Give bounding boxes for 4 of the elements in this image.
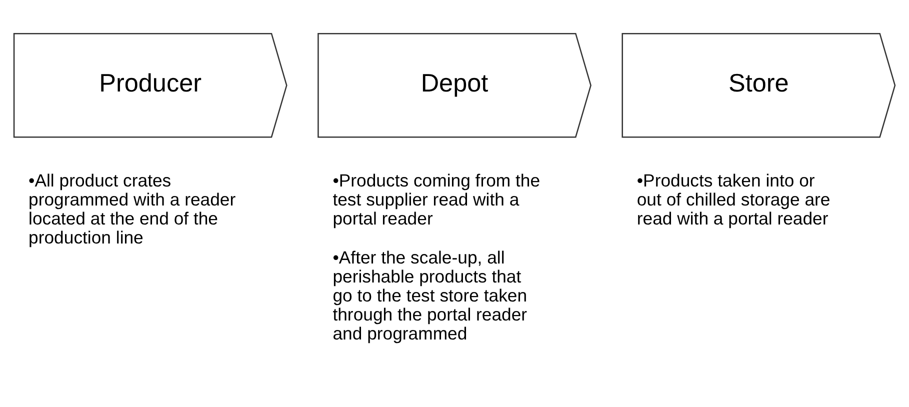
node-label: •Products taken into or out of chilled storage are read with a portal reader [636, 170, 830, 228]
node-label: •All product crates programmed with a reader located at the end of the production line [28, 170, 236, 247]
node-label: •After the scale-up, all perishable products that go to the test store taken through the portal reader and programmed [332, 247, 528, 343]
node-label: •Products coming from the test supplier read with a portal reader [332, 170, 540, 228]
